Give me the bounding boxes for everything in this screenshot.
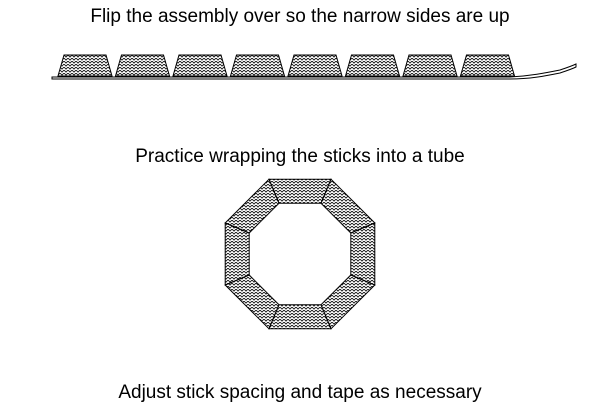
tube-segment-7	[320, 178, 376, 234]
tube-segment-2	[268, 304, 332, 330]
stick-3	[172, 54, 228, 77]
tube-segment-1	[320, 274, 376, 330]
step-3-caption: Adjust stick spacing and tape as necessa…	[118, 382, 482, 403]
stick-8	[459, 54, 516, 77]
stick-2	[114, 54, 171, 77]
tube-segment-8	[350, 222, 376, 286]
tube-segment-3	[224, 274, 280, 330]
stick-1	[57, 54, 113, 77]
stick-7	[402, 54, 458, 77]
step-2-caption: Practice wrapping the sticks into a tube	[135, 146, 465, 167]
tube-segment-4	[224, 222, 250, 286]
tube-octagon	[224, 178, 376, 330]
stick-6	[344, 54, 401, 77]
stick-5	[287, 54, 343, 77]
tube-segment-6	[268, 178, 332, 204]
tape-strip	[51, 63, 577, 80]
flipped-stick-strip	[51, 54, 577, 80]
stick-4	[229, 54, 286, 77]
step-1-caption: Flip the assembly over so the narrow sid…	[90, 6, 510, 27]
tube-segment-5	[224, 178, 280, 234]
